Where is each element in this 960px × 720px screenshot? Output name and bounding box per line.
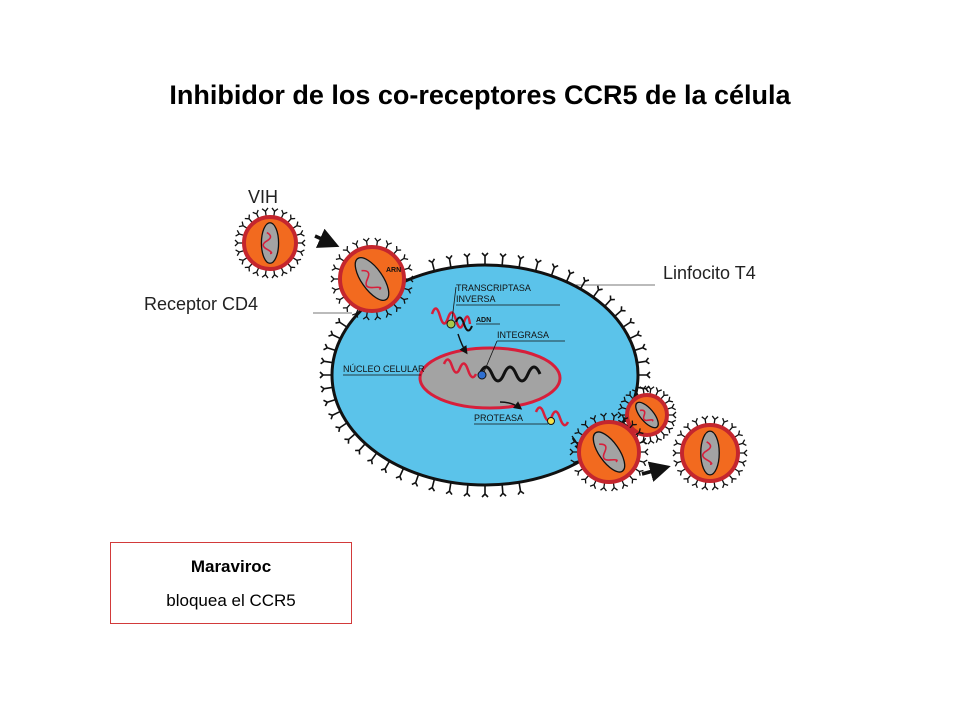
receptor-spike bbox=[320, 357, 334, 365]
receptor-spike bbox=[335, 422, 348, 433]
attaching-virus-particle bbox=[330, 237, 414, 321]
arrow-to-nucleus bbox=[457, 333, 468, 355]
receptor-spike bbox=[592, 285, 603, 298]
free-virus-particle bbox=[234, 207, 306, 279]
receptor-spike bbox=[367, 452, 378, 465]
budding-virus-small bbox=[617, 385, 677, 445]
receptor-spike bbox=[463, 484, 471, 498]
integrase-enzyme bbox=[477, 370, 487, 380]
arrow-to-protease bbox=[499, 401, 523, 410]
receptor-spike bbox=[320, 385, 334, 393]
protease-strand bbox=[534, 406, 570, 427]
receptor-spike bbox=[355, 443, 366, 455]
receptor-spike bbox=[517, 254, 525, 268]
budding-virus-large bbox=[569, 412, 649, 492]
protease-label: PROTEASA bbox=[474, 413, 523, 423]
lymphocyte-label: Linfocito T4 bbox=[663, 263, 756, 283]
integrated-dna-strand bbox=[478, 365, 542, 383]
dna-strand bbox=[455, 316, 473, 332]
receptor-spike bbox=[550, 263, 559, 277]
receptor-spike bbox=[428, 478, 436, 492]
receptor-spike bbox=[395, 467, 405, 481]
transcriptase-pointer bbox=[451, 286, 457, 321]
virus-particles bbox=[234, 207, 748, 492]
entry-arrow bbox=[314, 228, 340, 248]
receptor-spike bbox=[328, 410, 341, 420]
drug-action: bloquea el CCR5 bbox=[166, 591, 296, 610]
virus-label: VIH bbox=[248, 187, 279, 207]
receptor-spike bbox=[604, 295, 615, 307]
receptor-spike bbox=[579, 276, 590, 290]
receptor-spike bbox=[319, 371, 332, 379]
nucleus-label: NÚCLEO CELULAR bbox=[343, 364, 425, 374]
drug-name: Maraviroc bbox=[190, 557, 272, 576]
receptor-spike bbox=[445, 482, 453, 496]
receptor-spike bbox=[481, 252, 489, 265]
receptor-spike bbox=[428, 258, 436, 272]
receptor-spike bbox=[445, 254, 453, 268]
transcriptase-label-1: TRANSCRIPTASA bbox=[456, 283, 531, 293]
receptor-spike bbox=[565, 269, 575, 283]
receptor-spike bbox=[481, 485, 489, 498]
receptor-spike bbox=[638, 371, 651, 379]
cell-nucleus bbox=[418, 346, 562, 410]
receptor-spike bbox=[534, 258, 542, 272]
receptor-spike bbox=[411, 473, 420, 487]
reverse-transcription-strand bbox=[430, 307, 472, 329]
receptor-label: Receptor CD4 bbox=[144, 294, 259, 314]
rna-label: ARN bbox=[386, 267, 401, 274]
receptor-spike bbox=[335, 317, 348, 328]
receptor-spike bbox=[323, 398, 337, 407]
receptor-spike bbox=[463, 252, 471, 266]
receptor-spike bbox=[499, 252, 507, 266]
receptor-spike bbox=[499, 484, 507, 498]
maraviroc-callout: Maraviroc bloquea el CCR5 bbox=[110, 542, 352, 624]
integrase-pointer bbox=[483, 340, 498, 373]
receptor-spike bbox=[344, 432, 356, 444]
exit-arrow bbox=[641, 461, 671, 482]
receptor-spike bbox=[380, 460, 391, 474]
receptor-spike bbox=[622, 317, 635, 328]
receptor-spike bbox=[323, 343, 337, 352]
transcriptase-label-2: INVERSA bbox=[456, 294, 496, 304]
receptor-spike bbox=[517, 482, 525, 496]
nucleus-rna-strand bbox=[442, 358, 478, 379]
receptor-spike bbox=[328, 330, 341, 340]
integrase-label: INTEGRASA bbox=[497, 330, 549, 340]
receptor-spike bbox=[636, 357, 650, 365]
dna-label: ADN bbox=[476, 317, 491, 324]
receptor-spike bbox=[633, 343, 647, 352]
released-virus-particle bbox=[672, 415, 748, 491]
transcriptase-enzyme bbox=[446, 319, 456, 329]
slide-title: Inhibidor de los co-receptores CCR5 de l… bbox=[169, 80, 791, 110]
protease-enzyme bbox=[547, 417, 555, 425]
receptor-spike bbox=[629, 330, 642, 340]
receptor-spike bbox=[614, 306, 626, 318]
